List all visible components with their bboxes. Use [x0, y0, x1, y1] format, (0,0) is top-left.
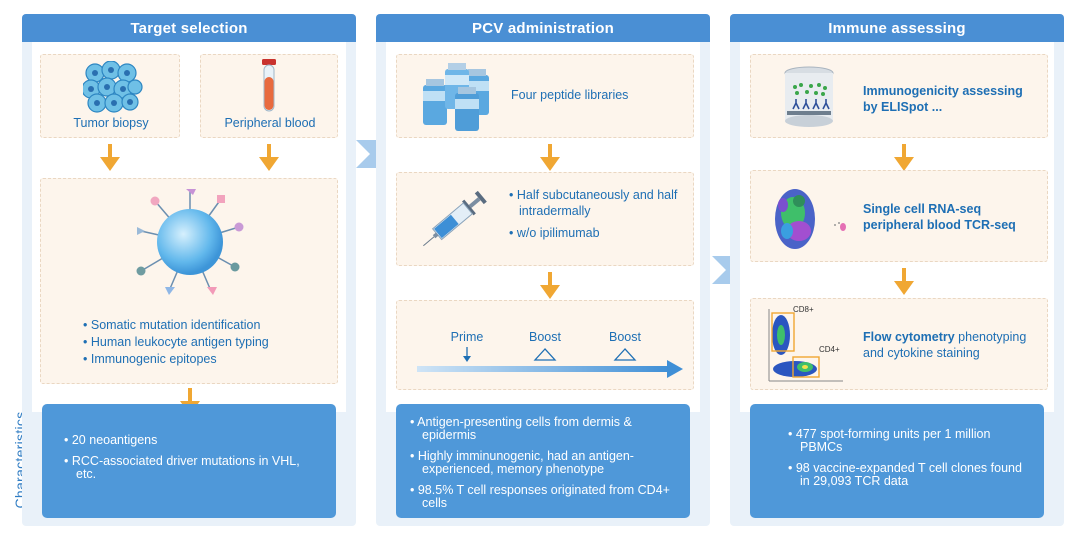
bullet-injection-route: Half subcutaneously and half intradermal…	[509, 187, 691, 219]
cd8-gate-label: CD8+	[793, 305, 814, 314]
peripheral-blood-card: Peripheral blood	[200, 54, 338, 138]
characteristics-box-pcv: Antigen-presenting cells from dermis & e…	[396, 404, 690, 518]
characteristic-item: Antigen-presenting cells from dermis & e…	[410, 416, 682, 442]
down-arrow-icon	[894, 144, 914, 171]
down-arrow-icon	[259, 144, 279, 171]
characteristic-item: RCC-associated driver mutations in VHL, …	[64, 455, 314, 481]
timeline-graphic	[417, 347, 683, 378]
timeline-prime-label: Prime	[450, 330, 484, 344]
panel-inner: Four peptide libraries Half subcutaneous…	[386, 42, 700, 412]
injection-card: Half subcutaneously and half intradermal…	[396, 172, 694, 266]
panel-inner: Immunogenicity assessing by ELISpot ... …	[740, 42, 1054, 412]
blood-tube-icon	[262, 59, 276, 112]
peptide-libraries-label: Four peptide libraries	[511, 88, 629, 102]
vials-icon	[423, 63, 489, 131]
characteristic-item: 98.5% T cell responses originated from C…	[410, 484, 682, 510]
tumor-cells-icon	[83, 61, 143, 113]
cd4-gate-label: CD4+	[819, 345, 840, 354]
elispot-well-icon	[784, 66, 834, 127]
peptide-libraries-card: Four peptide libraries	[396, 54, 694, 138]
panel-inner: Tumor biopsy Peripheral blood	[32, 42, 346, 415]
flow-cytometry-card: CD8+ CD4+ Flow cytometry phenotyping and…	[750, 298, 1048, 390]
sequencing-card: Single cell RNA-seq peripheral blood TCR…	[750, 170, 1048, 262]
sequencing-line1: Single cell RNA-seq	[863, 202, 982, 216]
panel-title: Immune assessing	[730, 14, 1064, 42]
bullet-somatic-mutation: Somatic mutation identification	[83, 317, 333, 334]
bullet-immunogenic-epitopes: Immunogenic epitopes	[83, 351, 333, 368]
peripheral-blood-label: Peripheral blood	[224, 116, 316, 130]
down-arrow-icon	[540, 144, 560, 171]
characteristics-box-immune: 477 spot-forming units per 1 million PBM…	[750, 404, 1044, 518]
panel-target-selection: Target selection Tumor biopsy	[22, 14, 356, 526]
tumor-biopsy-card: Tumor biopsy	[40, 54, 180, 138]
bullet-ipilimumab: w/o ipilimumab	[509, 225, 691, 241]
schedule-card: Prime Boost Boost	[396, 300, 694, 390]
cell-with-antigens-icon	[136, 189, 244, 295]
characteristic-item: 20 neoantigens	[64, 434, 314, 447]
characteristics-list: Antigen-presenting cells from dermis & e…	[410, 416, 682, 518]
elispot-card: Immunogenicity assessing by ELISpot ...	[750, 54, 1048, 138]
timeline-boost-label: Boost	[529, 330, 561, 344]
antigen-card: Somatic mutation identification Human le…	[40, 178, 338, 384]
syringe-icon	[423, 190, 487, 247]
characteristic-item: Highly imminunogenic, had an antigen-exp…	[410, 450, 682, 476]
flow-bold: Flow cytometry	[863, 330, 955, 344]
down-arrow-icon	[540, 272, 560, 299]
panel-title: Target selection	[22, 14, 356, 42]
characteristics-list: 20 neoantigens RCC-associated driver mut…	[64, 434, 314, 489]
bullet-hla-typing: Human leukocyte antigen typing	[83, 334, 333, 351]
flow-line2: and cytokine staining	[863, 346, 980, 360]
characteristic-item: 477 spot-forming units per 1 million PBM…	[788, 428, 1028, 454]
characteristics-box-target: 20 neoantigens RCC-associated driver mut…	[42, 404, 336, 518]
timeline-boost-label: Boost	[609, 330, 641, 344]
umap-plot-icon	[775, 189, 846, 249]
characteristics-list: 477 spot-forming units per 1 million PBM…	[788, 428, 1028, 496]
panel-pcv-administration: PCV administration Four peptide librarie…	[376, 14, 710, 526]
characteristic-item: 98 vaccine-expanded T cell clones found …	[788, 462, 1028, 488]
sequencing-line2: peripheral blood TCR-seq	[863, 218, 1016, 232]
panel-immune-assessing: Immune assessing Immunogenicity assessin…	[730, 14, 1064, 526]
down-arrow-icon	[100, 144, 120, 171]
panel-title: PCV administration	[376, 14, 710, 42]
elispot-line1: Immunogenicity assessing	[863, 84, 1023, 98]
flow-rest: phenotyping	[954, 330, 1027, 344]
tumor-biopsy-label: Tumor biopsy	[73, 116, 149, 130]
elispot-line2: by ELISpot ...	[863, 100, 943, 114]
flow-line1: Flow cytometry phenotyping	[863, 329, 1047, 345]
down-arrow-icon	[894, 268, 914, 295]
antigen-bullet-list: Somatic mutation identification Human le…	[83, 317, 333, 368]
injection-bullet-list: Half subcutaneously and half intradermal…	[509, 187, 691, 241]
flow-cytometry-plot-icon	[768, 309, 843, 382]
